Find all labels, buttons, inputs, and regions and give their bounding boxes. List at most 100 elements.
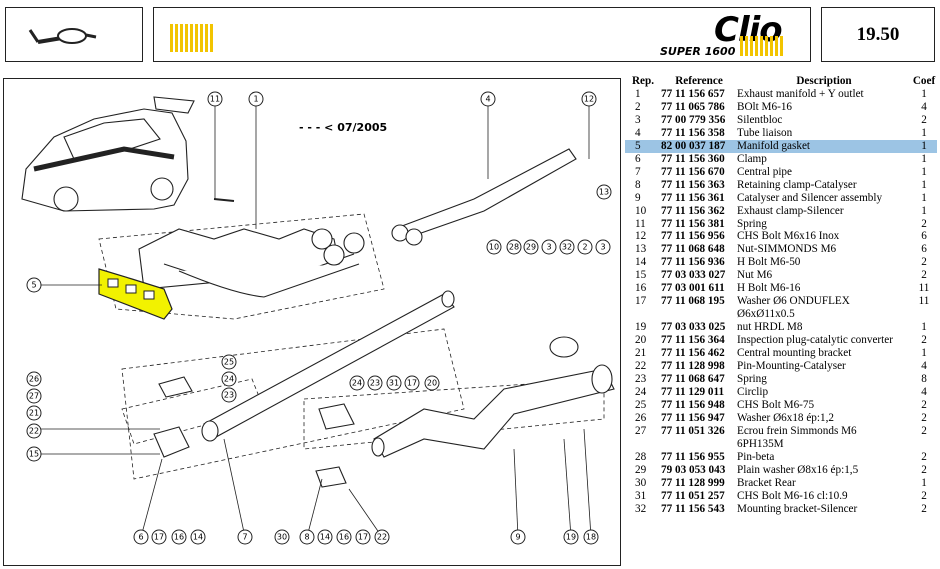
cell-rep: 30 [635,476,647,489]
callout-12: 12 [581,91,597,107]
cell-rep: 28 [635,450,647,463]
callout-2: 2 [577,239,593,255]
cell-reference [661,308,737,321]
cell-rep: 5 [625,139,661,153]
cell-coef: 1 [921,165,927,178]
cell-rep: 15 [635,269,647,282]
column-header-coef: Coef [912,74,936,87]
callout-29: 29 [523,239,539,255]
callout-20: 20 [424,375,440,391]
cell-coef: 1 [921,126,927,139]
svg-text:12: 12 [584,95,594,104]
cell-description: Nut M6 [737,269,773,282]
callout-17: 17 [151,529,167,545]
callout-3b: 3 [595,239,611,255]
cell-description: Spring [737,217,767,230]
cell-coef: 11 [918,295,930,308]
exploded-diagram: 11 1 4 12 13 5 10 28 29 3 32 2 3 25 24 2… [3,78,621,566]
svg-text:10: 10 [489,243,499,252]
svg-text:8: 8 [304,533,309,542]
cell-description: Washer Ø6 ONDUFLEX [737,295,850,308]
cell-description: Ecrou frein Simmonds M6 [737,424,857,437]
svg-text:16: 16 [174,533,184,542]
cell-reference: 77 03 001 611 [661,282,725,295]
cell-reference: 77 11 156 657 [661,88,725,100]
cell-reference: 77 11 129 011 [661,385,725,398]
callout-8: 8 [299,529,315,545]
cell-rep: 27 [635,424,647,437]
cell-description: CHS Bolt M6-75 [737,398,815,411]
exhaust-exploded-view: 11 1 4 12 13 5 10 28 29 3 32 2 3 25 24 2… [21,91,615,545]
cell-reference: 77 11 128 998 [661,360,725,373]
cell-reference: 77 11 156 956 [661,230,725,243]
cell-reference: 77 11 156 543 [661,502,725,515]
cell-coef: 2 [921,450,927,463]
svg-text:21: 21 [29,409,39,418]
cell-rep: 13 [635,243,647,256]
table-row[interactable]: 6PH135M [625,438,937,451]
callout-24: 24 [221,371,237,387]
manifold-gasket [98,268,173,320]
svg-text:19: 19 [566,533,576,542]
table-row[interactable]: Ø6xØ11x0.5 [625,308,937,321]
cell-coef: 2 [921,489,927,502]
callout-5: 5 [26,277,42,293]
cell-reference: 77 11 051 257 [661,489,725,502]
cell-rep: 12 [635,230,647,243]
cell-coef: 1 [921,88,927,100]
cell-coef: 4 [921,360,927,373]
svg-text:27: 27 [29,392,39,401]
cell-coef [911,308,937,321]
cell-rep: 11 [635,217,646,230]
cell-description: Retaining clamp-Catalyser [737,178,857,191]
callout-3: 3 [541,239,557,255]
cell-coef: 11 [918,282,930,295]
cell-rep: 21 [635,347,647,360]
svg-text:16: 16 [339,533,349,542]
cell-reference: 77 11 156 955 [661,450,725,463]
svg-text:3: 3 [600,243,605,252]
cell-description: Spring [737,372,767,385]
svg-text:29: 29 [526,243,536,252]
cell-rep: 7 [635,165,641,178]
svg-text:7: 7 [242,533,247,542]
cell-description: Catalyser and Silencer assembly [737,191,883,204]
cell-coef: 1 [921,204,927,217]
callout-16b: 16 [336,529,352,545]
callout-21: 21 [26,405,42,421]
callout-4: 4 [480,91,496,107]
cell-description: Central mounting bracket [737,347,852,360]
svg-text:23: 23 [224,391,234,400]
